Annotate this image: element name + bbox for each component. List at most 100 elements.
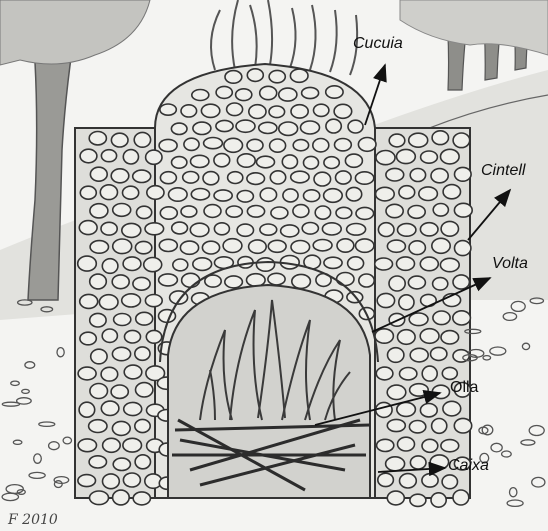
stone: [397, 402, 416, 416]
stone: [410, 348, 428, 362]
stone: [420, 257, 438, 271]
stone: [113, 458, 130, 470]
stone: [226, 206, 242, 217]
stone: [90, 384, 108, 399]
stone: [455, 241, 471, 256]
stone: [282, 155, 297, 169]
stone: [281, 225, 299, 237]
stone: [410, 494, 426, 506]
stone: [136, 383, 153, 397]
stone: [410, 456, 426, 469]
stone: [377, 293, 394, 307]
stone: [441, 331, 459, 344]
stone: [249, 240, 267, 253]
stone: [336, 207, 352, 218]
stone: [90, 274, 107, 289]
stone: [386, 457, 405, 471]
stone: [324, 157, 339, 169]
stone: [376, 187, 395, 201]
stone: [101, 367, 118, 381]
stone: [135, 347, 150, 360]
stone: [259, 122, 277, 133]
stone: [169, 188, 188, 201]
pebble: [34, 454, 42, 463]
stone: [228, 172, 243, 184]
pebble: [39, 422, 55, 426]
stone: [181, 105, 197, 117]
stone: [80, 186, 96, 199]
stone: [114, 314, 131, 326]
stone: [313, 240, 332, 251]
stone: [237, 154, 255, 167]
stone: [224, 138, 243, 152]
stone: [387, 385, 406, 399]
stone: [397, 149, 416, 163]
stone: [453, 133, 470, 148]
stone: [291, 105, 308, 118]
stone: [99, 295, 118, 310]
stone: [193, 122, 211, 134]
stone: [159, 274, 178, 286]
pebble: [532, 477, 545, 487]
stone: [78, 256, 97, 271]
stone: [103, 438, 121, 452]
stone: [134, 132, 150, 147]
stone: [123, 438, 142, 452]
stone: [421, 151, 438, 163]
stone: [430, 455, 448, 469]
stone: [124, 402, 142, 415]
stone: [291, 171, 309, 183]
pebble: [511, 301, 525, 311]
stone: [356, 239, 374, 252]
label-volta: Volta: [492, 256, 528, 272]
artist-signature: F 2010: [8, 512, 58, 528]
stone: [313, 139, 329, 152]
stone: [346, 187, 361, 201]
stone: [102, 329, 117, 342]
stone: [236, 120, 255, 132]
stone: [80, 332, 96, 345]
stone: [347, 224, 366, 236]
pebble: [529, 426, 544, 436]
stone: [192, 90, 209, 101]
pebble: [63, 437, 71, 444]
stone: [90, 204, 108, 218]
stone: [453, 311, 471, 325]
stone: [387, 419, 405, 431]
stone: [225, 276, 243, 288]
stone: [301, 121, 320, 134]
label-olla: Olla: [450, 380, 478, 396]
stone: [441, 149, 460, 164]
stone: [100, 185, 117, 200]
stone: [214, 190, 232, 201]
stone: [377, 439, 394, 451]
stone: [419, 187, 438, 201]
stone: [204, 138, 223, 149]
stone: [173, 259, 188, 271]
stone: [433, 278, 448, 290]
stone: [78, 475, 96, 487]
stone: [101, 401, 119, 415]
stone: [268, 273, 285, 285]
stone: [315, 206, 330, 219]
arrow-cucuia: [365, 65, 385, 125]
stone: [431, 493, 446, 507]
stone: [133, 492, 150, 505]
pebble: [6, 485, 23, 494]
stone: [269, 106, 285, 118]
pebble: [57, 348, 64, 357]
stone: [247, 173, 265, 185]
stone: [269, 70, 285, 82]
stone: [270, 139, 286, 152]
stone: [304, 156, 319, 169]
stone: [431, 169, 448, 183]
stone: [111, 133, 128, 147]
stone: [237, 191, 253, 203]
stone: [90, 167, 107, 181]
stone: [160, 104, 176, 115]
pebble: [521, 440, 535, 445]
stone: [324, 257, 342, 268]
stone: [123, 150, 138, 164]
pebble: [502, 451, 512, 457]
stone: [182, 273, 200, 287]
